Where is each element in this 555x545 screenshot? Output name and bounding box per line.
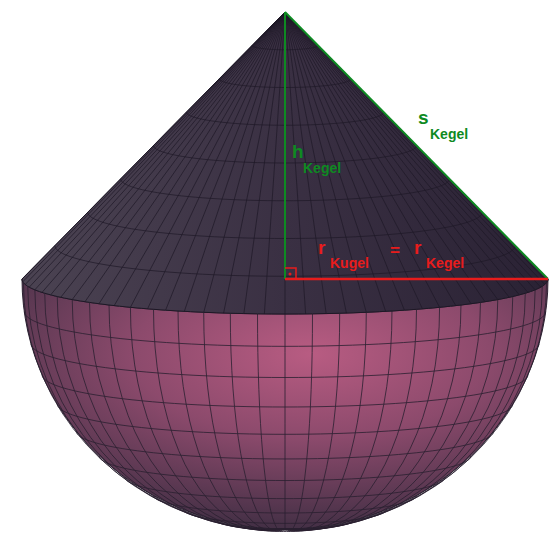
grid-line [285,290,535,529]
slant-subscript: Kegel [430,127,468,141]
grid-line [285,314,312,532]
grid-line [285,283,547,529]
grid-line [57,297,285,530]
right-angle-mark [285,268,296,279]
right-angle-dot [289,273,292,276]
grid-line [72,300,285,530]
radius-line [285,278,548,281]
grid-line [285,314,286,531]
height-symbol: h [292,142,304,161]
solid-body [22,12,548,531]
grid-line [285,312,366,531]
grid-line [204,312,285,531]
equals-sign: = [390,242,400,259]
radius-subscript: Kegel [426,256,464,270]
grid-line [28,286,285,529]
grid-line [285,305,461,530]
grid-line [258,314,285,532]
grid-line [285,302,480,530]
grid-line [285,12,548,279]
grid-line [109,305,285,530]
dimension-lines [285,12,548,279]
radius-subscript: Kugel [330,256,369,270]
grid-line [90,302,285,530]
grid-line [23,283,285,529]
grid-line [285,286,542,529]
grid-line [35,290,285,529]
grid-line [285,311,392,531]
grid-line [45,293,285,529]
grid-line [285,309,417,530]
height-line [284,12,286,279]
cone [22,12,548,314]
slant-line [285,12,548,279]
height-subscript: Kegel [303,161,341,175]
radius-symbol: r [414,238,421,257]
slant-symbol: s [418,108,429,127]
grid-line [285,313,340,531]
grid-line [285,293,525,529]
grid-line [230,313,285,531]
grid-line [285,307,440,530]
grid-line [285,12,386,311]
radius-symbol: r [318,238,325,257]
